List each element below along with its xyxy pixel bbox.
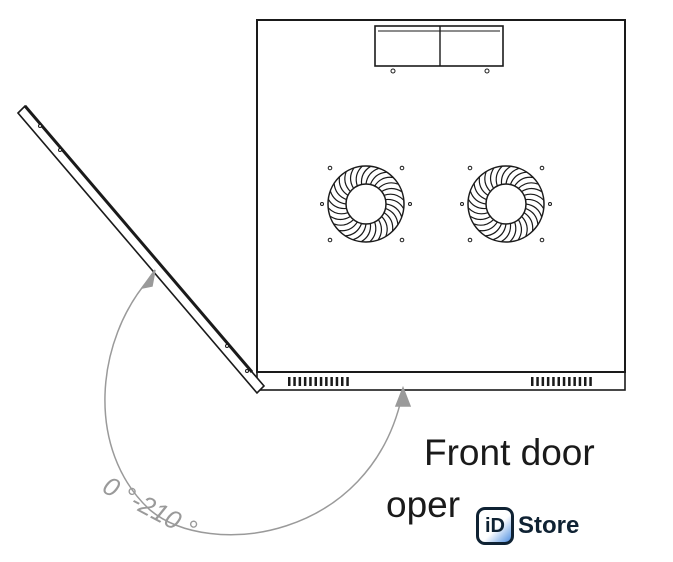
vent-slot (303, 377, 307, 386)
logo-badge: iD (476, 507, 514, 545)
vent-slot (589, 377, 592, 386)
vent-slot (335, 377, 339, 386)
vent-slot (578, 377, 582, 386)
vent-slot (541, 377, 545, 386)
vent-slot (536, 377, 539, 386)
vent-slot (293, 377, 296, 386)
arrow-head-icon (394, 385, 412, 407)
opening-angle-arc (104, 269, 412, 536)
screw-hole (539, 165, 545, 171)
front-door-open (16, 104, 266, 395)
idstore-logo: iD Store (470, 500, 616, 552)
logo-word: Store (518, 512, 580, 539)
vent-slot (557, 377, 560, 386)
screw-hole (467, 165, 473, 171)
vent-slot (546, 377, 550, 386)
vent-slot (552, 377, 555, 386)
vent-slot (330, 377, 333, 386)
vent-slot (531, 377, 534, 386)
vent-slot (319, 377, 323, 386)
front-vents (288, 377, 592, 386)
screw-hole (399, 237, 405, 243)
fan-icon (320, 165, 412, 243)
caption-line-1: Front door (424, 432, 595, 473)
vent-slot (314, 377, 317, 386)
fans (320, 165, 552, 243)
vent-slot (573, 377, 576, 386)
fan-icon (460, 165, 552, 243)
cabinet-body (256, 19, 626, 391)
screw-hole (327, 237, 333, 243)
arrow-head-icon (140, 269, 156, 290)
vent-slot (298, 377, 302, 386)
screw-hole (399, 165, 405, 171)
vent-slot (309, 377, 312, 386)
vent-slot (341, 377, 344, 386)
vent-slot (325, 377, 328, 386)
screw-hole (467, 237, 473, 243)
screw-hole (539, 237, 545, 243)
vent-slot (568, 377, 571, 386)
vent-slot (346, 377, 349, 386)
vent-slot (584, 377, 587, 386)
vent-slot (288, 377, 291, 386)
caption-line-2: oper (386, 484, 461, 525)
screw-hole (327, 165, 333, 171)
vent-slot (562, 377, 566, 386)
